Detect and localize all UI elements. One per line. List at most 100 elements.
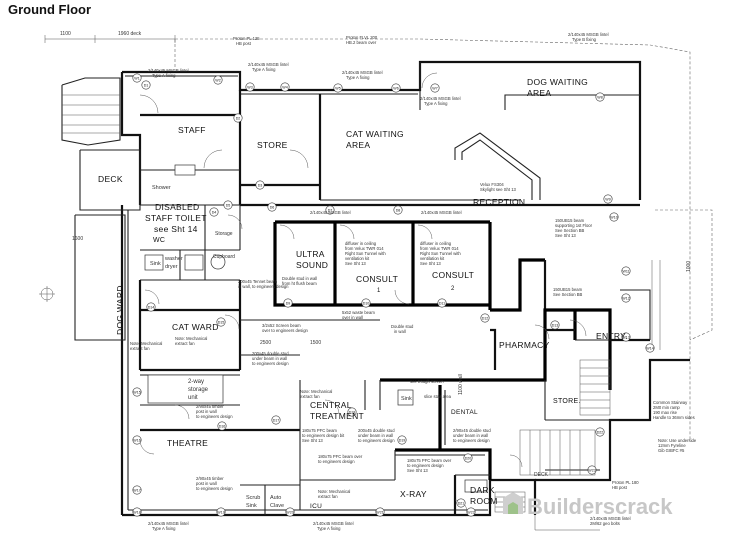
opening-tag-marker xyxy=(209,207,219,217)
label-washer: washer xyxy=(164,256,183,262)
opening-tag-marker xyxy=(271,415,281,425)
note-steel-beam: 150UB15 beam xyxy=(553,287,583,292)
opening-tag-label: D3 xyxy=(258,184,263,188)
opening-tag-marker xyxy=(141,80,151,90)
note-diffuser: from Velux TWR 014 xyxy=(345,246,384,251)
opening-tag-label: W15 xyxy=(133,391,140,395)
opening-tag-label: D13 xyxy=(552,324,559,328)
note-diffuser: Right Sun Tunnel with xyxy=(420,251,461,256)
opening-tag-marker xyxy=(550,320,560,330)
label-scrub: Scrub xyxy=(246,495,260,501)
opening-tag-marker xyxy=(245,82,255,92)
note-tennet: 200x45 Tennet beam xyxy=(238,279,278,284)
note-mech-3: extract fan xyxy=(318,494,338,499)
opening-tag-marker xyxy=(393,205,403,215)
opening-tag-marker xyxy=(146,302,156,312)
room-label-cat-ward: CAT WARD xyxy=(172,322,219,332)
note-post-timber-2: to engineers design xyxy=(196,486,233,491)
room-labels: DOG WAITING AREA STAFF STORE CAT WAITING… xyxy=(98,77,628,510)
opening-tag-label: D7 xyxy=(328,209,333,213)
note-stud-3: to engineers design xyxy=(252,361,289,366)
note-lintel-bottom-b: 2/140x45 MSGB lintel xyxy=(313,521,354,526)
note-proton: HB.2 beam over xyxy=(346,40,377,45)
north-symbol xyxy=(39,286,55,302)
note-post-timber: post in wall xyxy=(196,409,217,414)
opening-tag-marker xyxy=(391,83,401,93)
opening-tag-marker xyxy=(216,507,226,517)
note-proton-bottom: HB post xyxy=(612,485,628,490)
opening-tag-marker xyxy=(437,298,447,308)
note-beam-over: over in wall xyxy=(342,315,363,320)
opening-tag-label: W2 xyxy=(215,79,220,83)
room-label-cat-waiting: CAT WAITING xyxy=(346,129,404,139)
opening-tag-label: D17 xyxy=(273,419,280,423)
note-lintel: Type A fixing xyxy=(424,101,448,106)
note-post-timber-2: post in wall xyxy=(196,481,217,486)
structural-notes: 2/140x45 MSGB lintel Type A fixing 2/140… xyxy=(72,32,697,531)
note-stud-5: 200x45 double stud xyxy=(358,428,395,433)
opening-tag-label: D14 xyxy=(148,306,155,310)
opening-tag-marker xyxy=(603,194,613,204)
label-cupboard: Cupboard xyxy=(213,254,235,260)
opening-tag-label: D4 xyxy=(212,211,217,215)
opening-tag-label: W20 xyxy=(286,511,293,515)
opening-tag-marker xyxy=(480,313,490,323)
opening-tag-marker xyxy=(132,73,142,83)
label-sink: Sink xyxy=(150,261,161,267)
label-scrub-sink: Sink xyxy=(246,503,257,509)
opening-tag-label: D8 xyxy=(396,209,401,213)
label-storage-unit-3: unit xyxy=(188,395,198,401)
opening-tag-label: W23 xyxy=(588,469,595,473)
note-lintel: 2/140x45 MSGB lintel xyxy=(568,32,609,37)
fixtures xyxy=(144,164,488,493)
room-label-entry: ENTRY. xyxy=(596,331,628,341)
room-label-store-top: STORE xyxy=(257,140,288,150)
opening-tag-label: D5 xyxy=(226,204,231,208)
note-diffuser: ventilation kit xyxy=(420,256,445,261)
opening-tag-marker xyxy=(595,92,605,102)
note-diffuser: See Sht 13 xyxy=(345,261,366,266)
ward-sink-fixture xyxy=(144,254,164,271)
opening-tag-marker xyxy=(333,83,343,93)
opening-tag-label: D18 xyxy=(349,411,356,415)
opening-tag-label: D10 xyxy=(363,302,370,306)
room-label-treatment: TREATMENT xyxy=(310,411,364,421)
top-dimension-line: 1100 1960 deck xyxy=(44,31,176,43)
opening-tag-marker xyxy=(233,113,243,123)
opening-tag-marker xyxy=(456,498,466,508)
note-double-stud-2: Double stud xyxy=(391,324,414,329)
label-storage-unit-2: storage xyxy=(188,387,209,393)
note-mech-2: Note: Mechanical xyxy=(175,336,207,341)
note-slide-stair: slice stair area xyxy=(424,394,452,399)
opening-tag-marker xyxy=(132,435,142,445)
toilet-fixture xyxy=(210,254,226,270)
opening-tag-marker xyxy=(223,200,233,210)
opening-tag-marker xyxy=(325,205,335,215)
roof-outline xyxy=(174,38,713,440)
treatment-walls xyxy=(240,289,651,515)
note-lintel-bottom-b: Type A fixing xyxy=(317,526,341,531)
watermark-text: Builderscrack xyxy=(527,494,673,519)
room-label-sound: SOUND xyxy=(296,260,328,270)
treatment-sink-fixture xyxy=(397,389,414,406)
room-label-store-bottom: STORE. xyxy=(553,398,581,405)
room-label-dog-ward: DOG WARD xyxy=(115,285,125,335)
opening-tag-label: W22 xyxy=(467,511,474,515)
note-ffc-2: 180x75 PFC beam over xyxy=(407,458,452,463)
note-steel-beam: See Sht 13 xyxy=(555,233,576,238)
label-shower: Shower xyxy=(152,185,171,191)
dim-label: 2500 xyxy=(260,340,271,346)
opening-tag-marker xyxy=(430,83,440,93)
note-steel-beam: supporting 1st Floor xyxy=(555,223,593,228)
room-label-deck: DECK xyxy=(98,174,123,184)
opening-tag-marker xyxy=(283,298,293,308)
dim-label: 1960 deck xyxy=(118,31,142,37)
opening-tag-marker xyxy=(285,507,295,517)
note-diffuser: Right Sun Tunnel with xyxy=(345,251,386,256)
opening-tag-marker xyxy=(347,407,357,417)
note-mech-2: extract fan xyxy=(175,341,195,346)
opening-tag-label: W9 xyxy=(605,198,610,202)
opening-tag-label: D20 xyxy=(465,457,472,461)
note-lintel: 2/140x45 MSGB lintel xyxy=(248,62,289,67)
